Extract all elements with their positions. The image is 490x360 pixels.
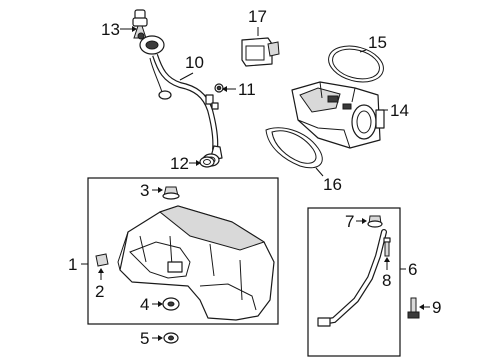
callout-10: 10 [179,53,204,81]
svg-text:10: 10 [185,53,204,72]
svg-text:7: 7 [345,212,354,231]
callout-1: 1 [68,255,88,274]
part-15-seal-ring [328,45,384,83]
part-4-nut [162,297,180,311]
svg-text:17: 17 [248,7,267,26]
part-3-nut [162,186,180,200]
svg-text:9: 9 [432,298,441,317]
part-10-filler-pipe [149,54,223,167]
callout-11: 11 [222,80,256,99]
svg-text:5: 5 [140,329,149,348]
svg-text:13: 13 [101,20,120,39]
part-5-nut [163,332,179,344]
callout-14: 14 [382,101,409,120]
callout-15: 15 [368,33,387,52]
callout-15-leader [359,49,367,53]
svg-text:12: 12 [170,154,189,173]
callout-4: 4 [140,295,163,314]
tank-group-box [87,177,279,325]
part-7-nut [367,215,383,228]
svg-text:1: 1 [68,255,77,274]
part-6-tank-strap [317,229,387,327]
callout-8: 8 [382,257,391,290]
part-14-fuel-pump-module [291,81,385,149]
part-17-control-module [241,37,280,67]
part-1-fuel-tank [117,205,275,321]
callout-13: 13 [101,20,137,39]
callout-7: 7 [345,212,367,231]
part-13-vent-valve [132,9,165,55]
svg-text:16: 16 [323,175,342,194]
callout-9: 9 [419,298,441,317]
svg-text:15: 15 [368,33,387,52]
part-16-gasket [265,127,323,169]
strap-group-box [307,207,401,357]
part-8-stud [383,237,391,257]
part-11-nut [214,83,224,93]
callout-16: 16 [315,167,342,194]
svg-text:4: 4 [140,295,149,314]
svg-text:2: 2 [95,282,104,301]
svg-text:6: 6 [408,260,417,279]
callout-3: 3 [140,181,163,200]
svg-text:8: 8 [382,271,391,290]
callout-12: 12 [170,154,201,173]
svg-text:14: 14 [390,101,409,120]
part-9-bolt [407,297,420,319]
callout-17: 17 [248,7,267,36]
part-2-shield [95,253,109,267]
callout-5: 5 [140,329,163,348]
svg-text:11: 11 [238,80,256,99]
svg-text:3: 3 [140,181,149,200]
callout-6: 6 [400,260,417,279]
part-12-clamp [199,156,215,168]
callout-2: 2 [95,268,104,301]
